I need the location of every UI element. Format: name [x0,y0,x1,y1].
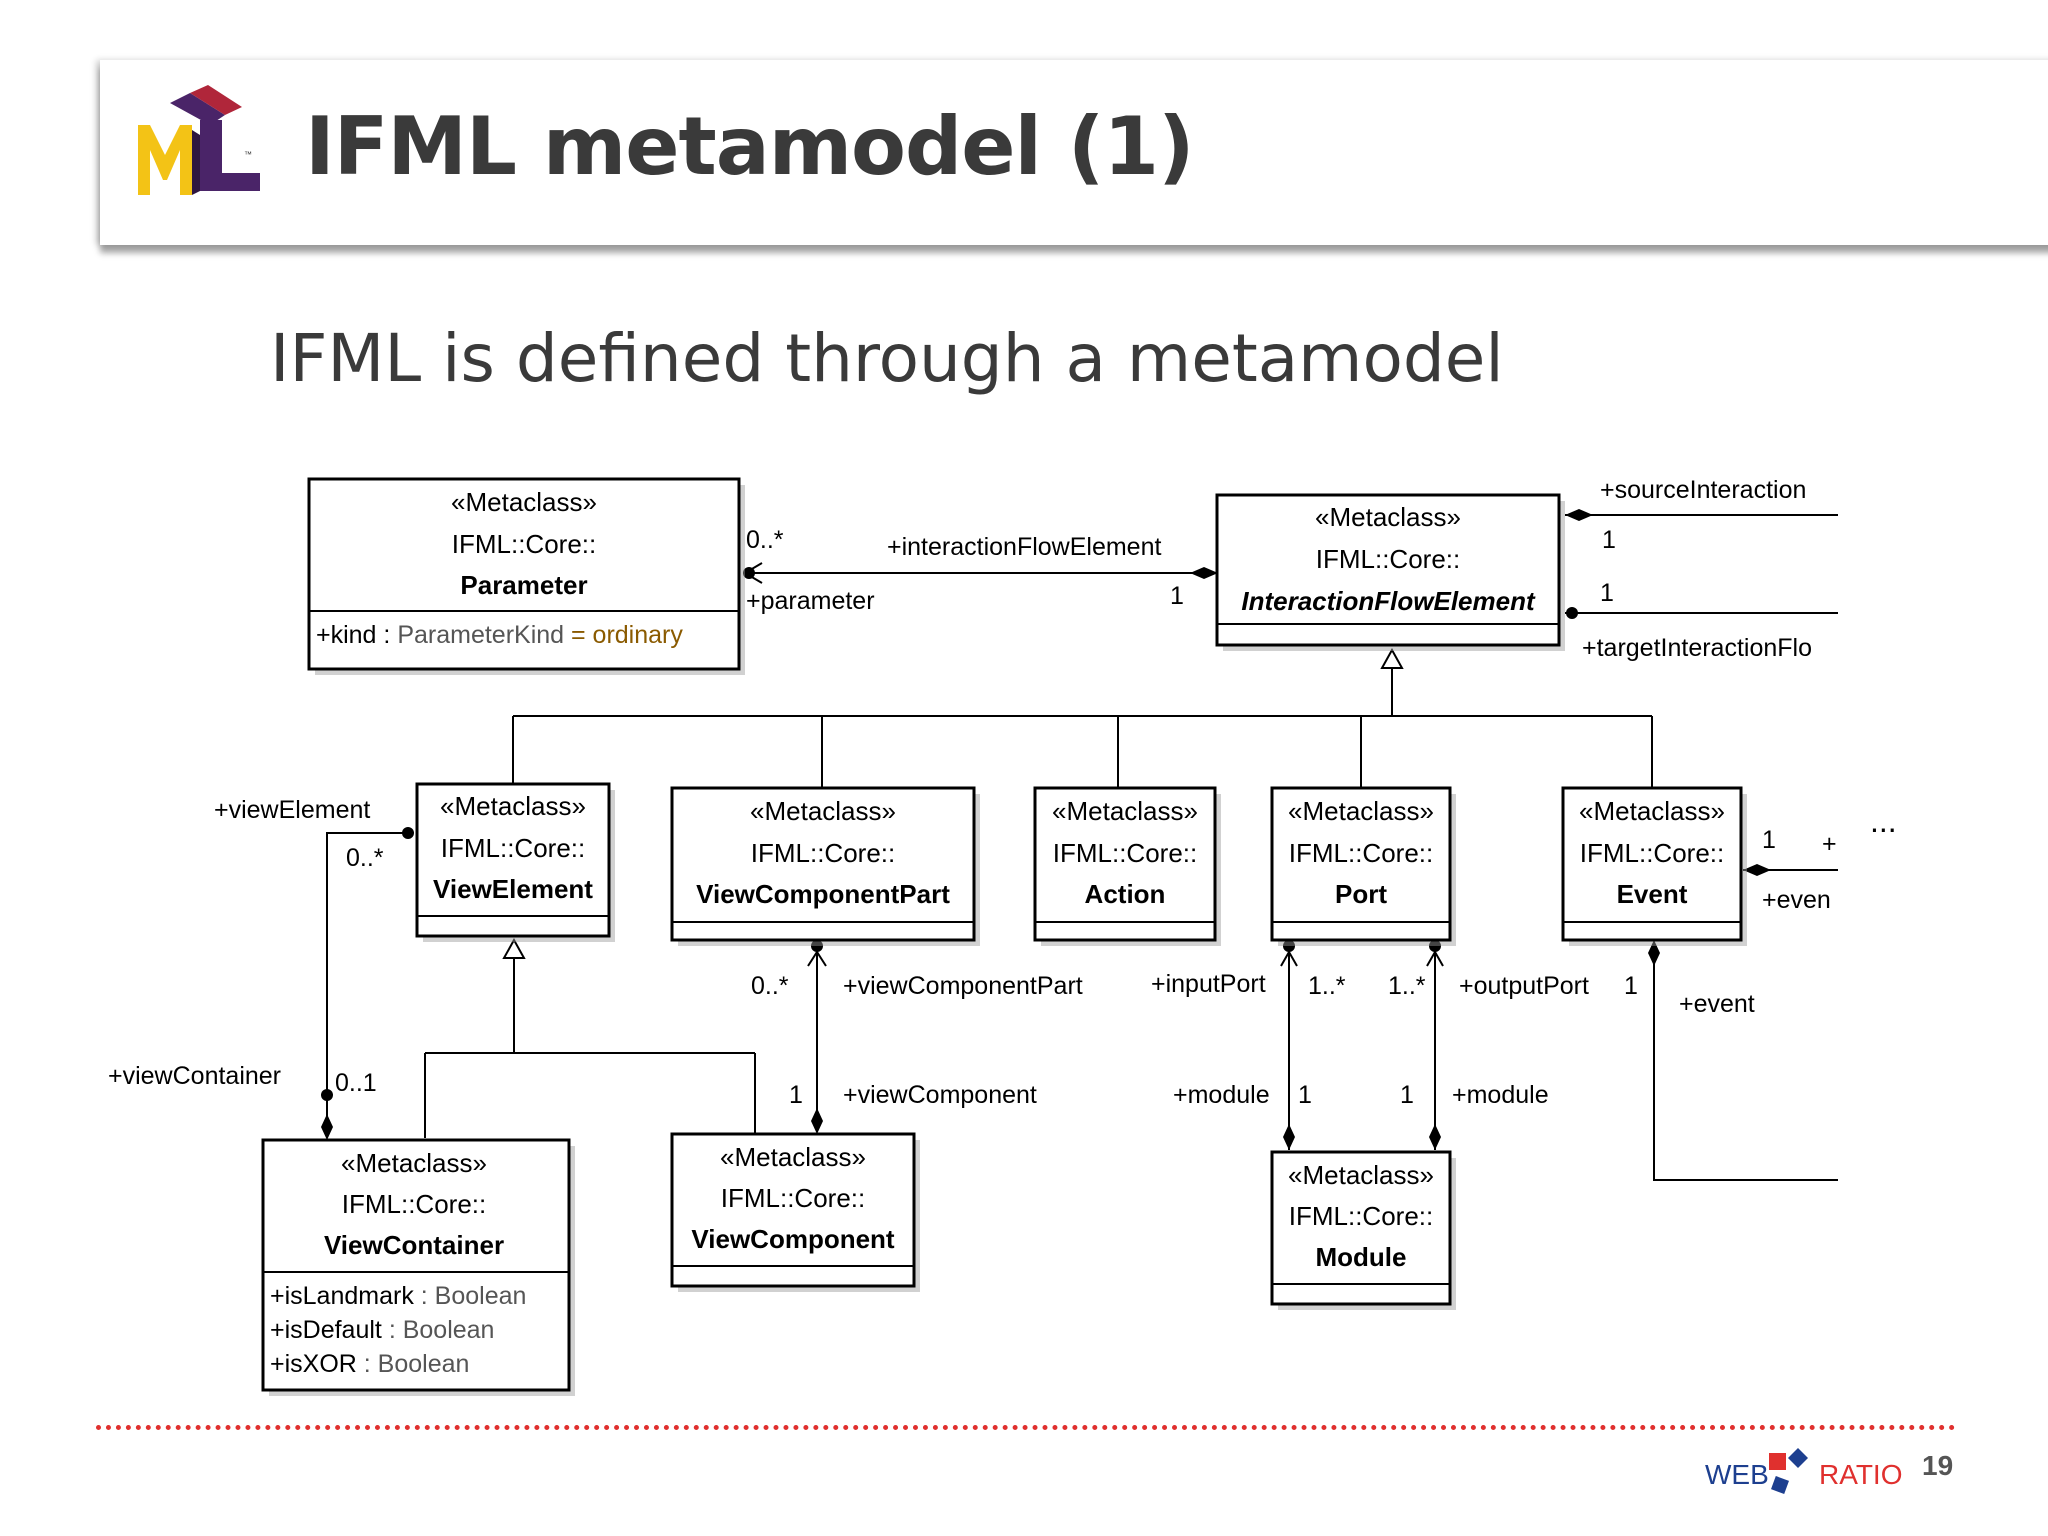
class-view-component-part: «Metaclass» IFML::Core:: ViewComponentPa… [670,786,980,946]
class-port: «Metaclass» IFML::Core:: Port [1270,786,1456,946]
stereotype: «Metaclass» [1579,796,1725,826]
class-module: «Metaclass» IFML::Core:: Module [1270,1150,1456,1310]
stereotype: «Metaclass» [440,791,586,821]
label-event-right: +even [1762,886,1831,914]
label-ellipsis: ... [1870,803,1897,839]
class-name: Action [1085,879,1166,909]
page-title: IFML metamodel (1) [305,100,1195,193]
stereotype: «Metaclass» [720,1142,866,1172]
attribute: +isLandmark : Boolean [270,1282,526,1310]
label-view-container: +viewContainer [108,1062,281,1090]
label-target-mult: 1 [1600,579,1614,607]
stereotype: «Metaclass» [451,487,597,517]
label-vcp-mult: 0..* [751,972,789,1000]
title-bar [100,60,2048,245]
class-name: Parameter [460,570,587,600]
label-source-mult: 1 [1602,526,1616,554]
stereotype: «Metaclass» [750,796,896,826]
label-target-interaction: +targetInteractionFlo [1582,634,1812,662]
generalization-arrow [1380,647,1404,669]
label-input-port: +inputPort [1151,970,1266,998]
class-view-component: «Metaclass» IFML::Core:: ViewComponent [670,1132,920,1292]
label-view-element-mult: 0..* [346,844,384,872]
class-name: Port [1335,879,1387,909]
label-source-interaction: +sourceInteraction [1600,476,1806,504]
class-view-container: «Metaclass» IFML::Core:: ViewContainer +… [261,1138,575,1396]
generalization-arrow [502,937,526,959]
label-event-mult: 1 [1762,826,1776,854]
label-output-port: +outputPort [1459,972,1589,1000]
package: IFML::Core:: [1316,544,1460,574]
stereotype: «Metaclass» [1315,502,1461,532]
label-input-port-mult: 1..* [1308,972,1346,1000]
svg-text:RATIO: RATIO [1819,1459,1902,1490]
stereotype: «Metaclass» [341,1148,487,1178]
label-interaction-flow-element: +interactionFlowElement [887,533,1161,561]
label-parameter: +parameter [746,587,875,615]
package: IFML::Core:: [452,529,596,559]
class-name: ViewContainer [324,1230,504,1260]
label-view-component: +viewComponent [843,1081,1037,1109]
package: IFML::Core:: [1053,838,1197,868]
class-name: ViewComponentPart [696,879,950,909]
label-event: +event [1679,990,1755,1018]
label-view-component-part: +viewComponentPart [843,972,1083,1000]
attribute: +isDefault : Boolean [270,1316,494,1344]
label-vc-mult: 1 [789,1081,803,1109]
attribute: +isXOR : Boolean [270,1350,469,1378]
label-module-right-mult: 1 [1400,1081,1414,1109]
stereotype: «Metaclass» [1288,1160,1434,1190]
label-event-plus: + [1822,830,1837,858]
stereotype: «Metaclass» [1052,796,1198,826]
package: IFML::Core:: [1289,1201,1433,1231]
webratio-logo: WEB RATIO [1705,1448,1902,1494]
class-name: ViewComponent [691,1224,895,1254]
class-view-element: «Metaclass» IFML::Core:: ViewElement [415,782,615,942]
label-view-element: +viewElement [214,796,370,824]
package: IFML::Core:: [1289,838,1433,868]
label-module-right: +module [1452,1081,1549,1109]
ifml-logo: ™ [138,85,260,195]
class-event: «Metaclass» IFML::Core:: Event [1561,786,1747,946]
label-param-mult: 0..* [746,526,784,554]
label-output-port-one: 1 [1624,972,1638,1000]
package: IFML::Core:: [342,1189,486,1219]
class-name: Event [1617,879,1688,909]
package: IFML::Core:: [751,838,895,868]
label-output-port-mult: 1..* [1388,972,1426,1000]
label-module-left: +module [1173,1081,1270,1109]
svg-text:™: ™ [244,150,252,159]
page-number: 19 [1922,1450,1954,1481]
package: IFML::Core:: [1580,838,1724,868]
slide-subtitle: IFML is defined through a metamodel [270,320,1504,397]
connectors [326,514,1838,1181]
class-name: ViewElement [433,874,593,904]
package: IFML::Core:: [721,1183,865,1213]
label-ife-mult: 1 [1170,582,1184,610]
label-view-container-mult: 0..1 [335,1069,377,1097]
label-module-left-mult: 1 [1298,1081,1312,1109]
class-name: InteractionFlowElement [1241,586,1536,616]
footer-divider [96,1425,1956,1430]
class-interaction-flow-element: «Metaclass» IFML::Core:: InteractionFlow… [1215,493,1565,651]
class-name: Module [1316,1242,1407,1272]
class-parameter: «Metaclass» IFML::Core:: Parameter +kind… [307,477,745,675]
class-action: «Metaclass» IFML::Core:: Action [1033,786,1221,946]
stereotype: «Metaclass» [1288,796,1434,826]
svg-text:WEB: WEB [1705,1459,1769,1490]
package: IFML::Core:: [441,833,585,863]
attribute: +kind : ParameterKind = ordinary [316,621,683,649]
